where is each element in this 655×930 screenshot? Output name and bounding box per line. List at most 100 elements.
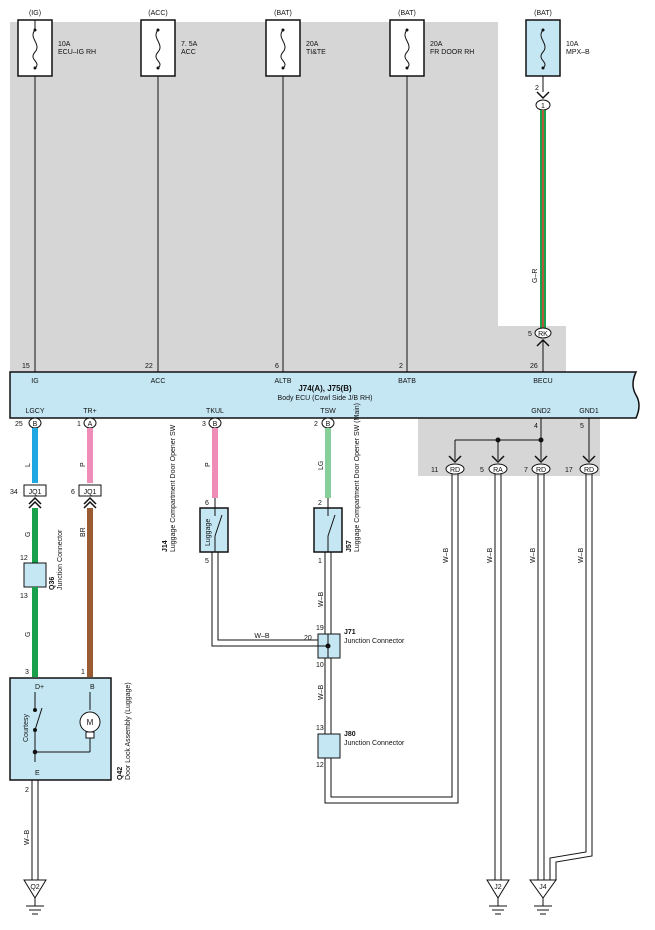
power-shade-area-right — [498, 326, 566, 372]
fuse-mpx-b — [525, 19, 561, 77]
ground-j2-label: J2 — [494, 884, 502, 891]
q42-pin-d: 3 — [25, 669, 29, 676]
ecu-label-gnd2: GND2 — [531, 408, 551, 415]
ecu-bottom-pin-2: 2 — [314, 421, 318, 428]
wire-l-blue — [32, 428, 38, 483]
q42-pin-b: 1 — [81, 669, 85, 676]
wire-lg — [325, 428, 331, 498]
rk-connector — [534, 327, 552, 339]
fuse-name-3: TI&TE — [306, 49, 326, 56]
j14-pin-top: 6 — [205, 500, 209, 507]
j57-switch-symbol — [327, 498, 336, 552]
mpx-connector-arrow-top — [536, 91, 550, 100]
q36-id: Q36 — [49, 577, 56, 590]
jq1-a-arrow-1 — [28, 496, 42, 505]
ecu-name: Body ECU (Cowl Side J/B RH) — [278, 395, 373, 402]
ecu-label-altb: ALTB — [275, 378, 292, 385]
wire-label-q42-ground: W–B — [24, 830, 31, 846]
ecu-bottom-pin-1: 1 — [77, 421, 81, 428]
wire-label-p-tkul: P — [205, 462, 212, 467]
ground-j4 — [529, 879, 557, 915]
j80-pin-top: 13 — [316, 725, 324, 732]
fuse-name-2: ACC — [181, 49, 196, 56]
j80-name: Junction Connector — [344, 740, 405, 747]
ecu-top-pin-6: 6 — [275, 363, 279, 370]
gnd-conn-4-label: RD — [584, 467, 594, 474]
ecu-bottom-pin-4: 4 — [534, 423, 538, 430]
q36-connector — [23, 562, 47, 588]
q42-courtesy-switch — [33, 692, 43, 762]
mpx-pin-top: 2 — [535, 85, 539, 92]
j71-junction-dot — [318, 634, 331, 658]
body-ecu-box — [9, 371, 640, 419]
ecu-bottom-pin-3: 3 — [202, 421, 206, 428]
wire-g-lower — [32, 587, 38, 677]
fuse-rating-4: 20A — [430, 41, 443, 48]
wire-label-j71-j80: W–B — [318, 685, 325, 701]
j57-pin-bottom: 1 — [318, 558, 322, 565]
rk-label: RK — [538, 331, 548, 338]
j71-pin-bottom: 10 — [316, 662, 324, 669]
ecu-label-becu: BECU — [533, 378, 552, 385]
j14-switch — [199, 507, 229, 553]
ecu-label-tkul: TKUL — [206, 408, 224, 415]
fuse-fr-door-rh — [389, 19, 425, 77]
gnd-conn-1-pin: 11 — [431, 467, 438, 474]
fuse-name-4: FR DOOR RH — [430, 49, 474, 56]
ecu-conn-b-tkul-label: B — [213, 421, 218, 428]
ground-bus — [454, 418, 590, 460]
wire-label-gnd-7: W–B — [530, 548, 537, 564]
fuse-rating-5: 10A — [566, 41, 579, 48]
fuse-source-bat-1: (BAT) — [274, 10, 292, 17]
fuse-source-acc: (ACC) — [148, 10, 167, 17]
jq1-a-label: JQ1 — [29, 489, 42, 496]
q42-motor — [32, 692, 101, 755]
j71-name: Junction Connector — [344, 638, 405, 645]
ecu-label-lgcy: LGCY — [25, 408, 44, 415]
fuse-ti-te — [265, 19, 301, 77]
wire-j71-j80 — [324, 658, 332, 734]
j71-id: J71 — [344, 629, 356, 636]
mpx-connector-1-label: 1 — [541, 103, 545, 110]
gnd-conn-1 — [445, 463, 465, 475]
jq1-b-label: JQ1 — [84, 489, 97, 496]
ground-q2-label: Q2 — [30, 884, 39, 891]
wire-label-g-lower: G — [25, 632, 32, 637]
wire-gnd-j4-b — [549, 474, 593, 880]
j14-switch-symbol — [214, 498, 223, 552]
gnd-conn-4 — [579, 463, 599, 475]
ecu-label-tr-plus: TR+ — [83, 408, 96, 415]
wire-label-j14-j71: W–B — [254, 633, 270, 640]
ecu-conn-a-tr-label: A — [88, 421, 93, 428]
wire-j80-rd11 — [324, 474, 459, 804]
fuse-name-5: MPX–B — [566, 49, 590, 56]
gnd-conn-2 — [488, 463, 508, 475]
wire-gnd-j4-a — [537, 474, 545, 880]
rk-pin: 5 — [528, 331, 532, 338]
ecu-label-ig: IG — [31, 378, 38, 385]
ecu-bottom-pin-5: 5 — [580, 423, 584, 430]
fuse-rating-2: 7. 5A — [181, 41, 198, 48]
q42-term-b: B — [90, 684, 95, 691]
wire-label-gnd-17: W–B — [578, 548, 585, 564]
wire-q42-ground — [31, 780, 39, 880]
jq1-b-pin: 6 — [71, 489, 75, 496]
wire-g-r — [540, 110, 546, 330]
j71-pin-left: 20 — [304, 635, 312, 642]
ecu-label-gnd1: GND1 — [579, 408, 599, 415]
jq1-a-pin: 34 — [10, 489, 18, 496]
wire-label-g-upper: G — [25, 532, 32, 537]
fuse-source-bat-2: (BAT) — [398, 10, 416, 17]
wire-g-upper — [32, 508, 38, 563]
ecu-label-batb: BATB — [398, 378, 416, 385]
j71-pin-top: 19 — [316, 625, 324, 632]
wire-j57-j71 — [324, 552, 332, 634]
power-shade-area — [10, 22, 498, 372]
q42-id: Q42 — [117, 767, 124, 780]
wire-label-j57-j71: W–B — [318, 592, 325, 608]
gnd-conn-2-label: RA — [493, 467, 503, 474]
j14-name: Luggage Compartment Door Opener SW — [170, 424, 177, 552]
ecu-conn-b-lgcy-label: B — [33, 421, 38, 428]
fuse-name-1: ECU–IG RH — [58, 49, 96, 56]
